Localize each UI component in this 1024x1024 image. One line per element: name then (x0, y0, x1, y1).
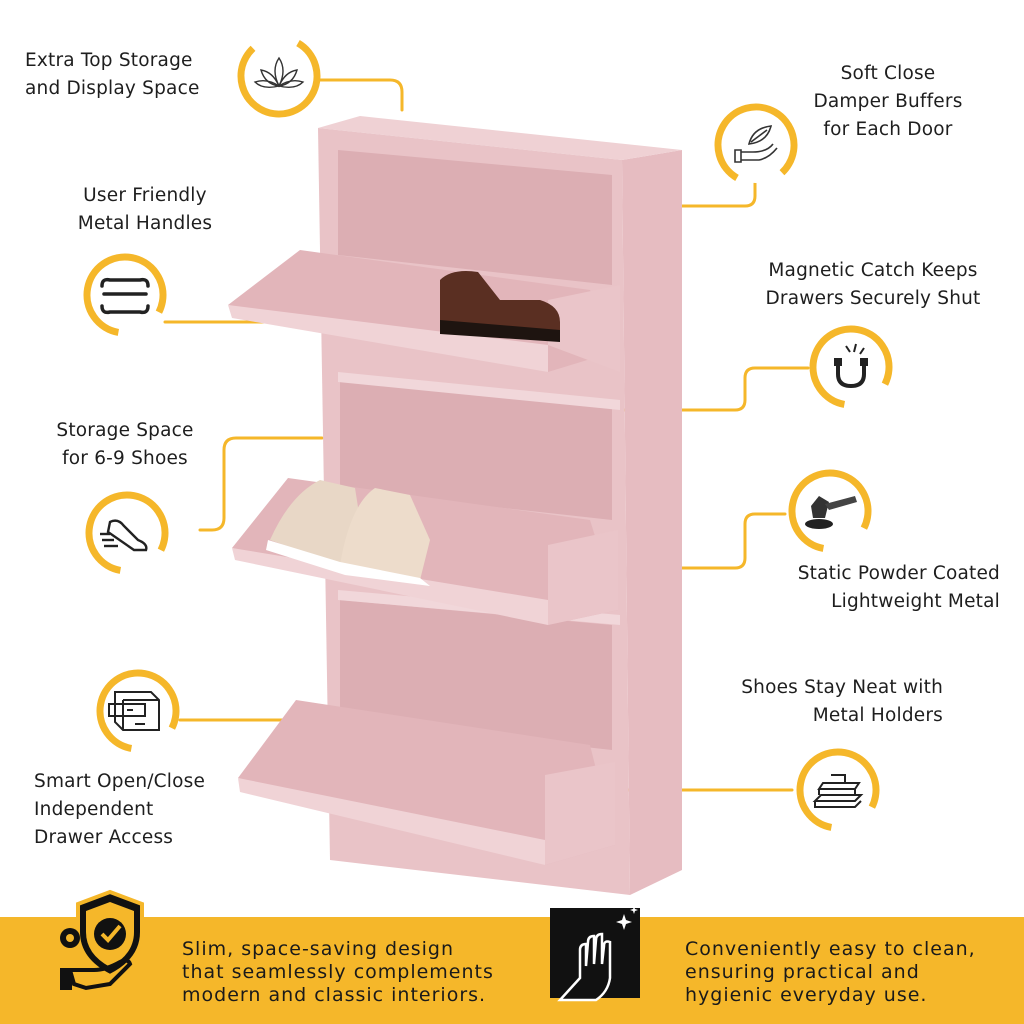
label-powder-coat: Static Powder Coated Lightweight Metal (797, 563, 1000, 612)
label-handles: User Friendly Metal Handles (77, 185, 213, 234)
stacked-clothes-icon (796, 748, 880, 832)
magnet-icon (809, 325, 893, 409)
label-holders: Shoes Stay Neat with Metal Holders (741, 677, 943, 726)
cleaning-hand-icon (550, 906, 640, 1002)
sneaker-icon (85, 491, 169, 575)
label-storage-space: Storage Space for 6-9 Shoes (56, 420, 194, 469)
label-soft-close: Soft Close Damper Buffers for Each Door (813, 63, 963, 140)
footer-right-text: Conveniently easy to clean, ensuring pra… (685, 938, 976, 1006)
label-top-storage: Extra Top Storage and Display Space (25, 50, 200, 99)
footer-left-text: Slim, space-saving design that seamlessl… (182, 938, 494, 1006)
shield-gear-hand-icon (60, 889, 144, 991)
lotus-icon (237, 34, 321, 118)
polisher-icon (788, 469, 872, 553)
label-open-close: Smart Open/Close Independent Drawer Acce… (34, 771, 206, 848)
feather-hand-icon (714, 103, 798, 187)
footer-band (0, 917, 1024, 1024)
drawer-cabinet-icon (96, 669, 180, 753)
label-magnetic: Magnetic Catch Keeps Drawers Securely Sh… (765, 260, 981, 309)
handles-icon (83, 253, 167, 337)
